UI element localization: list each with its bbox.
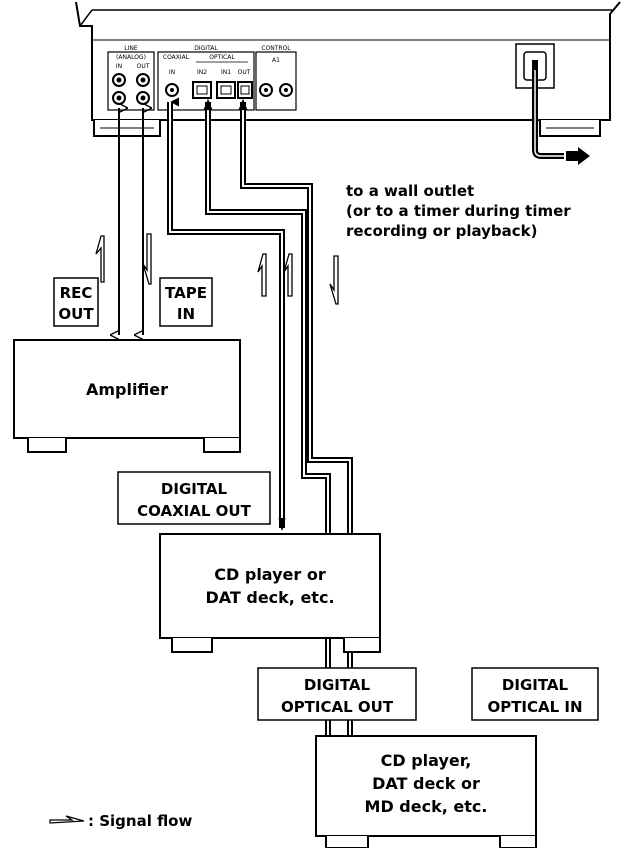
- optical-out-cable: [242, 102, 351, 784]
- cd-player-box-2: CD player, DAT deck or MD deck, etc.: [315, 735, 537, 848]
- control-section: [255, 51, 297, 111]
- optical-in-cable: [207, 102, 329, 784]
- svg-text:DIGITAL: DIGITAL: [502, 676, 569, 694]
- svg-text:TAPE: TAPE: [165, 284, 207, 302]
- cd-player-1-line1: CD player or: [214, 565, 326, 584]
- cd-player-1-line2: DAT deck, etc.: [205, 588, 334, 607]
- tape-in-label: TAPE IN: [159, 277, 213, 327]
- signal-flow-arrows: [95, 233, 339, 305]
- a1-label: A1: [272, 57, 280, 64]
- cd-player-2-line3: MD deck, etc.: [365, 797, 488, 816]
- svg-text:OPTICAL IN: OPTICAL IN: [487, 698, 582, 716]
- wall-outlet-line3: recording or playback): [346, 222, 538, 240]
- svg-text:DIGITAL: DIGITAL: [304, 676, 371, 694]
- signal-up-icon: [257, 253, 267, 297]
- wall-outlet-line2: (or to a timer during timer: [346, 202, 571, 220]
- svg-text:DIGITAL: DIGITAL: [161, 480, 228, 498]
- optical-label: OPTICAL: [209, 54, 235, 61]
- legend: : Signal flow: [49, 812, 192, 830]
- power-cord: [532, 70, 590, 165]
- svg-text:OPTICAL OUT: OPTICAL OUT: [281, 698, 394, 716]
- svg-text:OUT: OUT: [58, 305, 94, 323]
- coaxial-label: COAXIAL: [163, 54, 190, 61]
- digital-label: DIGITAL: [194, 45, 218, 52]
- control-jack-icon: [259, 83, 293, 97]
- optical-in2-label: IN2: [197, 69, 207, 76]
- legend-text: : Signal flow: [88, 812, 192, 830]
- analog-label: (ANALOG): [116, 54, 146, 61]
- line-analog-section: [107, 51, 155, 111]
- rca-jack-icon: [112, 73, 150, 105]
- signal-up-icon: [95, 235, 105, 283]
- deck-rear-panel: LINE (ANALOG) IN OUT DIGITAL COAXIAL OPT…: [75, 1, 621, 137]
- line-out-label: OUT: [137, 63, 150, 70]
- digital-optical-out-label: DIGITAL OPTICAL OUT: [257, 667, 417, 721]
- cd-player-2-line2: DAT deck or: [372, 774, 480, 793]
- digital-optical-in-label: DIGITAL OPTICAL IN: [471, 667, 599, 721]
- wall-outlet-line1: to a wall outlet: [346, 182, 474, 200]
- line-label: LINE: [124, 45, 138, 52]
- signal-up-icon: [283, 253, 293, 297]
- cd-player-box-1: CD player or DAT deck, etc.: [159, 533, 381, 653]
- amplifier-label: Amplifier: [86, 380, 168, 399]
- optical-port-icon: [192, 81, 253, 99]
- coaxial-cable: [169, 102, 283, 528]
- coaxial-in-label: IN: [169, 69, 175, 76]
- hollow-arrow-icon: [49, 815, 85, 824]
- optical-in1-label: IN1: [221, 69, 231, 76]
- coaxial-jack-icon: [165, 83, 179, 97]
- line-in-label: IN: [116, 63, 122, 70]
- optical-out-label: OUT: [238, 69, 251, 76]
- signal-down-icon: [142, 233, 152, 285]
- cd-player-2-line1: CD player,: [381, 751, 472, 770]
- svg-text:IN: IN: [177, 305, 195, 323]
- svg-text:REC: REC: [60, 284, 93, 302]
- digital-coaxial-out-label: DIGITAL COAXIAL OUT: [117, 471, 271, 525]
- rec-out-label: REC OUT: [53, 277, 99, 327]
- svg-text:COAXIAL OUT: COAXIAL OUT: [137, 502, 251, 520]
- cables: [119, 97, 355, 788]
- control-label: CONTROL: [261, 45, 291, 52]
- amplifier-box: Amplifier: [13, 339, 241, 453]
- arrow-right-icon: [566, 147, 590, 165]
- signal-down-icon: [329, 255, 339, 305]
